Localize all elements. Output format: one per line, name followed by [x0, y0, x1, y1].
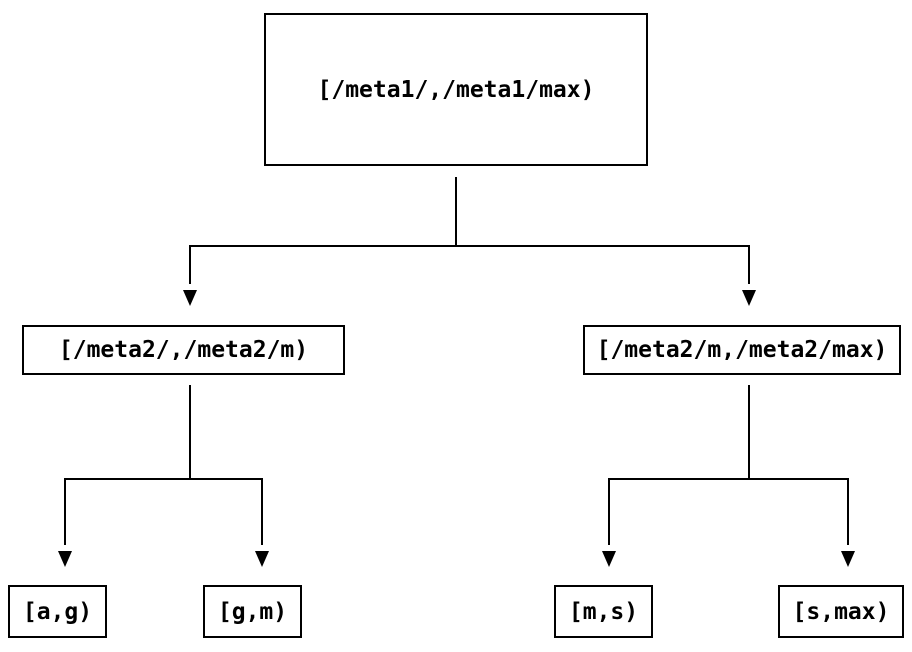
node-leaf-smax-label: [s,max) [792, 598, 890, 625]
connector-left-subtree [58, 385, 269, 567]
arrowhead-icon [742, 290, 756, 306]
node-meta2-low: [/meta2/,/meta2/m) [22, 325, 345, 375]
node-meta2-low-label: [/meta2/,/meta2/m) [58, 337, 309, 363]
node-root: [/meta1/,/meta1/max) [264, 13, 648, 166]
arrowhead-icon [58, 551, 72, 567]
arrowhead-icon [183, 290, 197, 306]
connector-root-to-children [183, 177, 756, 306]
node-leaf-ag-label: [a,g) [22, 598, 93, 625]
arrowhead-icon [255, 551, 269, 567]
connector-right-line [608, 385, 849, 545]
node-leaf-ms: [m,s) [554, 585, 653, 638]
arrowhead-icon [602, 551, 616, 567]
node-meta2-high: [/meta2/m,/meta2/max) [583, 325, 901, 375]
node-leaf-ag: [a,g) [8, 585, 107, 638]
node-meta2-high-label: [/meta2/m,/meta2/max) [596, 337, 888, 363]
connector-right-subtree [602, 385, 855, 567]
node-root-label: [/meta1/,/meta1/max) [317, 76, 595, 103]
arrowhead-icon [841, 551, 855, 567]
node-leaf-smax: [s,max) [778, 585, 904, 638]
node-leaf-gm-label: [g,m) [217, 598, 288, 625]
connector-root-line [189, 177, 750, 284]
node-leaf-ms-label: [m,s) [568, 598, 639, 625]
node-leaf-gm: [g,m) [203, 585, 302, 638]
connector-left-line [64, 385, 263, 545]
